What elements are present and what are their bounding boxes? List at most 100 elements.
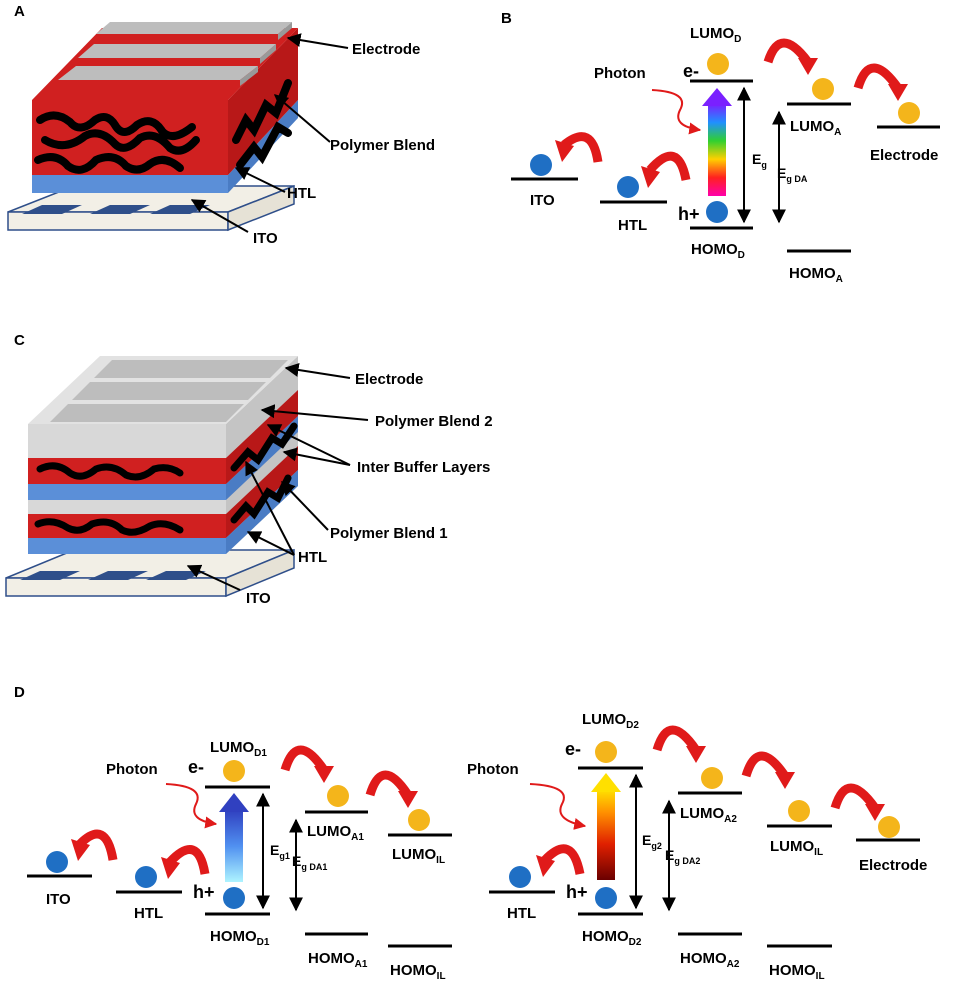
photon-squiggle-2 [529, 783, 587, 830]
ito-strip [88, 571, 148, 580]
htl-front [32, 175, 228, 193]
label-electrode: Electrode [352, 41, 420, 58]
transfer-arrowheads [555, 58, 908, 188]
hole-label-2: h+ [566, 882, 588, 902]
photon-squiggle [651, 89, 702, 135]
leader-line [284, 363, 351, 379]
hole-homo-d1 [223, 887, 245, 909]
label-inter-buffer: Inter Buffer Layers [357, 459, 490, 476]
panel-b-tag: B [501, 10, 512, 27]
electron-lumo-d1 [223, 760, 245, 782]
label-polymer-blend-1: Polymer Blend 1 [330, 525, 448, 542]
homo-a-label: HOMOA [789, 265, 843, 285]
electrodes [50, 360, 288, 422]
photon-label-1: Photon [106, 761, 158, 778]
label-polymer-blend: Polymer Blend [330, 137, 435, 154]
leader-line [281, 480, 329, 531]
htl-label-2: HTL [507, 905, 536, 922]
hole-homo-d [706, 201, 728, 223]
hole-label-1: h+ [193, 882, 215, 902]
photon-squiggle-1 [165, 783, 218, 829]
photon-label: Photon [594, 65, 646, 82]
hole-ito [46, 851, 68, 873]
lumo-d1-label: LUMOD1 [210, 739, 267, 759]
leader-line [190, 199, 249, 233]
photon-arrowhead-2 [591, 773, 621, 792]
ito-label: ITO [46, 891, 71, 908]
panel-a-tag: A [14, 3, 25, 20]
polymer-blend-front [32, 100, 228, 175]
substrate-side [227, 184, 295, 232]
photon-label-2: Photon [467, 761, 519, 778]
polymer-blend-2 [28, 458, 226, 484]
substrate-front [5, 577, 227, 597]
lumo-a1-label: LUMOA1 [307, 823, 364, 843]
electron-electrode [898, 102, 920, 124]
hole-htl [135, 866, 157, 888]
transfer-arrowheads-2 [536, 746, 885, 877]
leader-line [273, 94, 331, 143]
electron-label-1: e- [188, 757, 204, 777]
electron-lumo-a1 [327, 785, 349, 807]
leader-line [266, 424, 351, 466]
leader-line [246, 531, 295, 556]
electron-lumo-a [812, 78, 834, 100]
electron-electrode [878, 816, 900, 838]
electron-lumo-il-2 [788, 800, 810, 822]
htl-2 [28, 484, 226, 500]
label-polymer-blend-2: Polymer Blend 2 [375, 413, 493, 430]
photon-bar-2 [597, 790, 615, 880]
htl-label: HTL [618, 217, 647, 234]
photon-arrowhead [702, 88, 732, 106]
label-htl: HTL [287, 185, 316, 202]
transfer-arrows [561, 38, 902, 181]
egda2-label: Eg DA2 [665, 847, 700, 866]
hole-homo-d2 [595, 887, 617, 909]
leader-line [260, 404, 369, 421]
substrate-side [225, 548, 295, 598]
polymer-domains [34, 462, 184, 536]
leader-line [245, 460, 295, 556]
lumo-a-label: LUMOA [790, 118, 841, 138]
polymer-domains [34, 79, 292, 174]
lumo-il-label: LUMOIL [392, 846, 445, 866]
panel-a: A Electrode Polymer Blend [7, 3, 435, 247]
lumo-a2-label: LUMOA2 [680, 805, 737, 825]
panel-b: B Photon [501, 10, 940, 285]
transfer-arrows [76, 745, 412, 875]
homo-il2-label: HOMOIL [769, 962, 825, 982]
htl-label: HTL [134, 905, 163, 922]
leader-line [186, 564, 241, 591]
electron-label-2: e- [565, 739, 581, 759]
buffer-2 [28, 424, 226, 458]
leader-line [282, 447, 351, 466]
ito-strip [22, 205, 82, 214]
transfer-arrows-2 [541, 725, 879, 875]
electron-lumo-a2 [701, 767, 723, 789]
photon-bar-1 [225, 810, 243, 882]
panel-c-tag: C [14, 332, 25, 349]
homo-d1-label: HOMOD1 [210, 928, 270, 948]
photon-arrowhead-1 [219, 793, 249, 812]
electron-label: e- [683, 61, 699, 81]
leader-line [286, 33, 349, 49]
homo-a1-label: HOMOA1 [308, 950, 368, 970]
electron-lumo-d [707, 53, 729, 75]
ito-strip [90, 205, 150, 214]
electrode-label: Electrode [870, 147, 938, 164]
photon-bar [708, 104, 726, 196]
hole-label: h+ [678, 204, 700, 224]
label-ito: ITO [253, 230, 278, 247]
htl-1 [28, 538, 226, 554]
electron-lumo-d2 [595, 741, 617, 763]
buffer-1 [28, 500, 226, 514]
electron-lumo-il [408, 809, 430, 831]
homo-a2-label: HOMOA2 [680, 950, 740, 970]
hole-htl [617, 176, 639, 198]
polymer-blend-side [228, 28, 298, 175]
egda1-label: Eg DA1 [292, 853, 327, 872]
side-domains [230, 422, 298, 524]
electrode-label: Electrode [859, 857, 927, 874]
ito-strip [20, 571, 80, 580]
